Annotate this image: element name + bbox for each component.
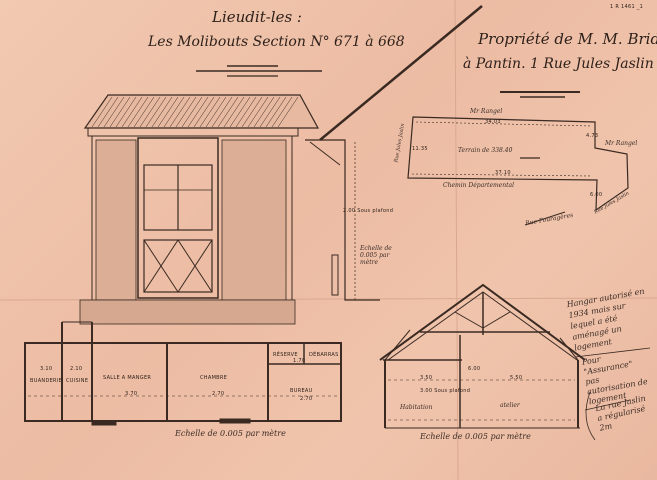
roof-shingle-line (253, 96, 275, 128)
floor-scale-label: Echelle de 0.005 par mètre (175, 429, 286, 438)
title-underline (196, 65, 580, 98)
site-bottom-road: Chemin Départemental (443, 182, 515, 189)
roof-shingle-line (163, 96, 185, 128)
section-atelier-label: atelier (500, 402, 520, 409)
roof-shingle-line (133, 96, 155, 128)
elevation-height-label: 2.00 Sous plafond (343, 208, 394, 214)
site-dim: 6.00 (590, 192, 603, 198)
elevation-scale-label: Echelle de 0.005 par mètre (360, 245, 392, 266)
site-dim: 37.10 (495, 170, 511, 176)
roof-shingle-line (265, 96, 287, 128)
fold-line (454, 0, 459, 480)
room-cuisine: CUISINE (66, 378, 89, 384)
room-buanderie: BUANDERIE (30, 378, 63, 384)
floor-dim: 3.10 (40, 366, 53, 372)
roof-shingle-line (211, 96, 233, 128)
roof-shingle-line (259, 96, 281, 128)
room-reserve: RÉSERVE (273, 352, 298, 358)
room-debarras: DÉBARRAS (309, 352, 339, 358)
site-dim: 11.35 (412, 146, 428, 152)
roof-shingle-line (277, 96, 299, 128)
section-drawing (379, 283, 586, 429)
roof-shingle-line (127, 96, 149, 128)
floor-dim: 2.10 (70, 366, 83, 372)
site-terrain-label: Terrain de 338.40 (458, 147, 513, 154)
roof-shingle-line (187, 96, 209, 128)
section-width-left: 3.50 (420, 375, 433, 381)
roof-shingle-line (169, 96, 191, 128)
roof-shingle-line (271, 96, 293, 128)
section-height: 6.00 (468, 366, 481, 372)
roof-shingle-line (235, 96, 257, 128)
roof-shingle-line (247, 96, 269, 128)
room-bureau: BUREAU (290, 388, 313, 394)
archive-reference: 1 R 1461 _1 (610, 4, 644, 10)
floor-dim: 1.70 (293, 358, 306, 364)
roof-shingle-line (175, 96, 197, 128)
annotation-divider (574, 347, 651, 441)
roof-shingle-line (97, 96, 119, 128)
site-neighbor-right: Mr Rangel (605, 140, 638, 147)
roof-shingle-line (145, 96, 167, 128)
roof-shingle-line (223, 96, 245, 128)
roof-shingle-line (157, 96, 179, 128)
room-salle-a-manger: SALLE A MANGER (103, 375, 152, 381)
roof-shingle-line (139, 96, 161, 128)
roof-shingle-line (103, 96, 125, 128)
roof-shingle-line (91, 96, 113, 128)
site-neighbor-top: Mr Rangel (470, 108, 503, 115)
owner-title: Propriété de M. M. Bridier (478, 30, 657, 48)
section-width-right: 5.50 (510, 375, 523, 381)
section-scale-label: Echelle de 0.005 par mètre (420, 432, 531, 441)
roof-shingle-line (205, 96, 227, 128)
floor-dim: 2.70 (212, 391, 225, 397)
lieudit-name: Les Molibouts Section N° 671 à 668 (148, 34, 405, 50)
room-chambre: CHAMBRE (200, 375, 228, 381)
site-dim: 4.73 (586, 133, 599, 139)
address: à Pantin. 1 Rue Jules Jaslin (463, 56, 654, 72)
lieudit-label: Lieudit-les : (212, 8, 302, 26)
gutter-pipe-line (319, 5, 483, 141)
roof-shingle-line (199, 96, 221, 128)
roof-shingle-line (109, 96, 131, 128)
roof-shingle-line (217, 96, 239, 128)
roof-shingle-line (115, 96, 137, 128)
section-sous-plafond: 3.00 Sous plafond (420, 388, 471, 394)
roof-shingle-line (229, 96, 251, 128)
floor-plan (24, 321, 342, 426)
floor-dim: 2.70 (300, 396, 313, 402)
site-plan (407, 116, 629, 226)
roof-shingle-line (181, 96, 203, 128)
roof-shingle-line (121, 96, 143, 128)
roof-shingle-line (241, 96, 263, 128)
floor-dim: 3.70 (125, 391, 138, 397)
section-habitation-label: Habitation (400, 404, 433, 411)
roof-shingle-line (151, 96, 173, 128)
site-dim: 34.03 (485, 119, 501, 125)
roof-shingle-line (193, 96, 215, 128)
elevation-drawing (79, 94, 380, 325)
